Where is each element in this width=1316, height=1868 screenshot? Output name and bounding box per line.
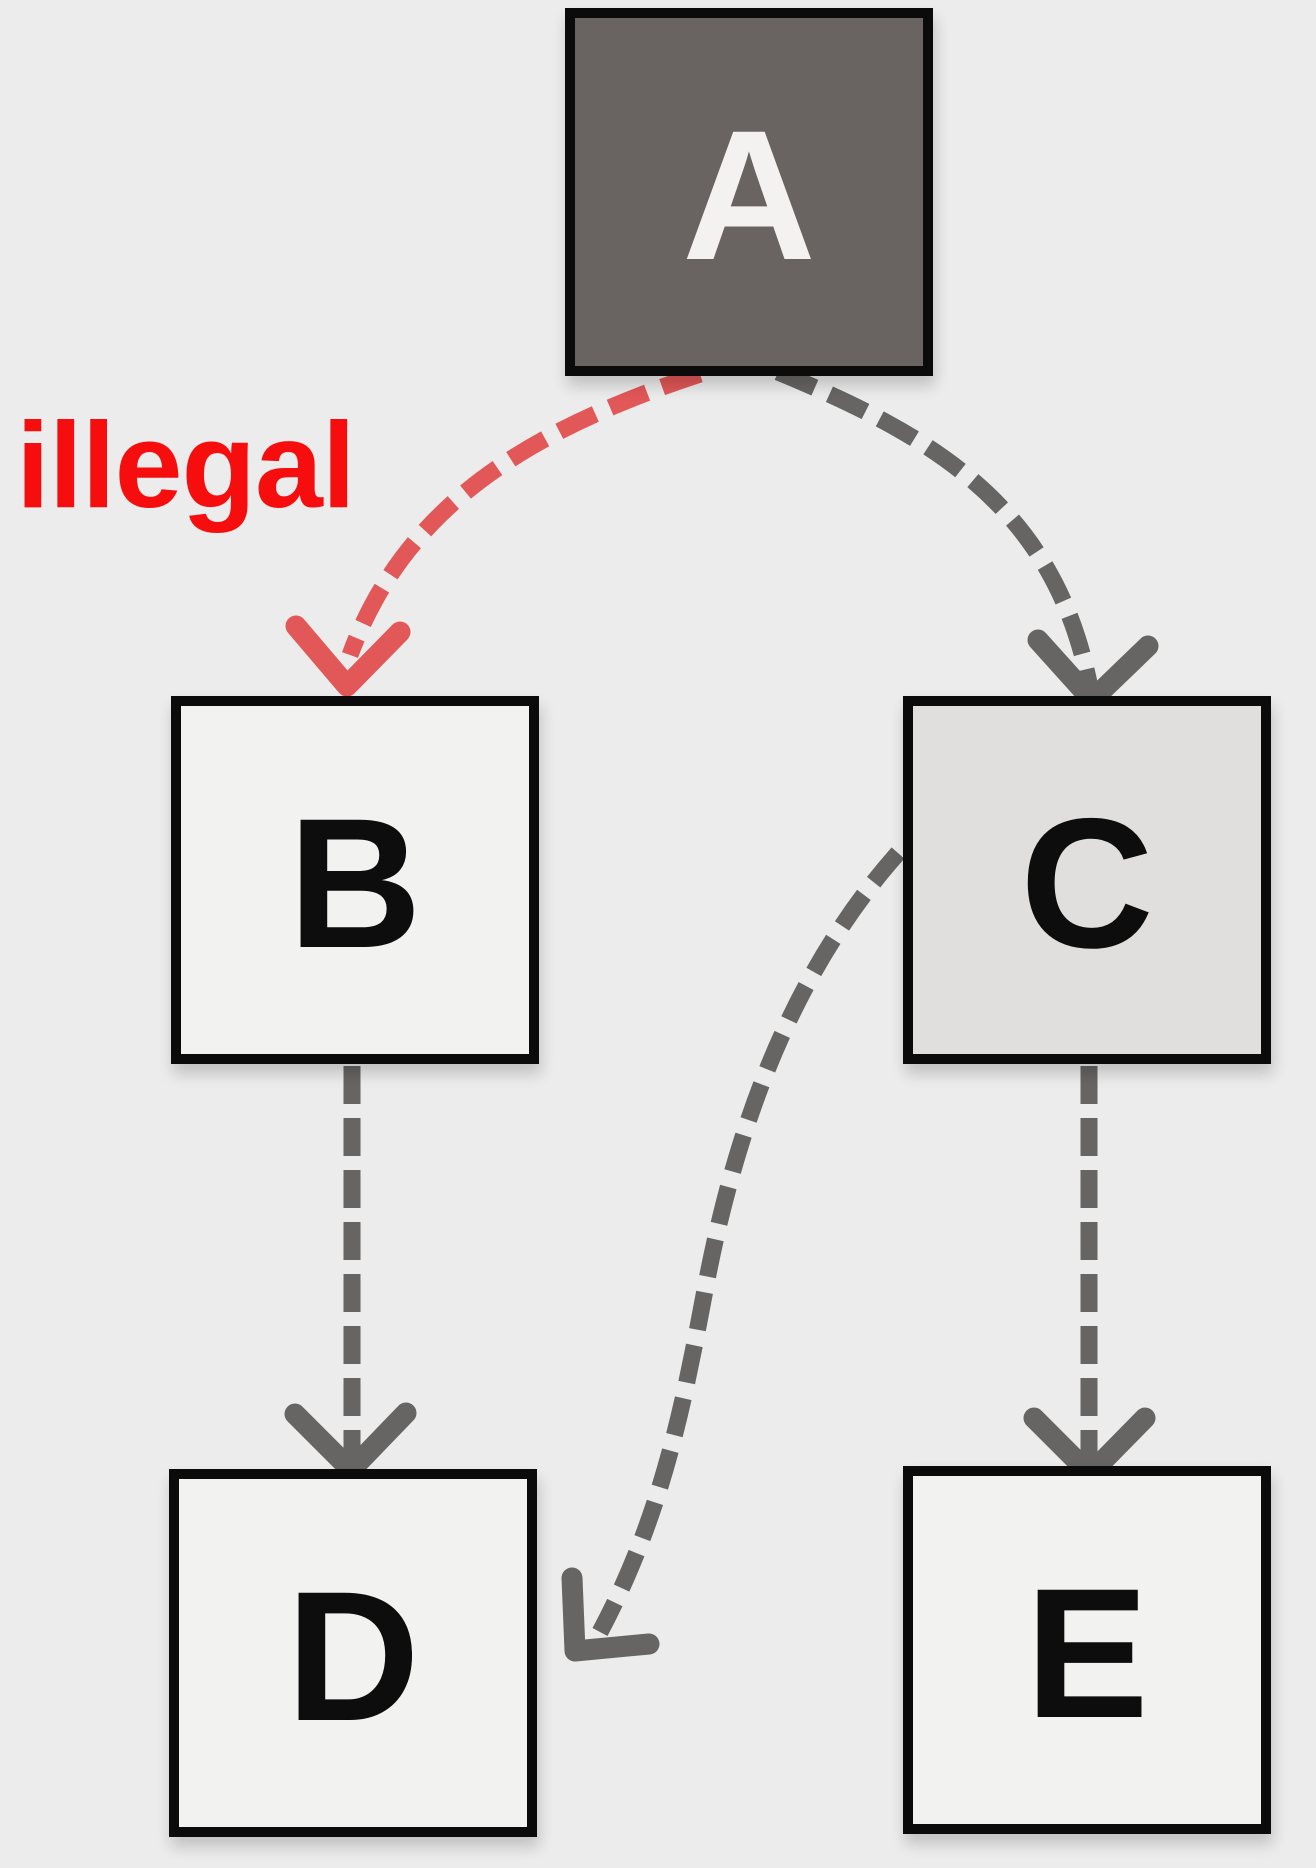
edge-c-d-arrowhead — [561, 1567, 660, 1662]
edge-b-d-arrowhead — [284, 1402, 417, 1481]
node-b-label: B — [288, 780, 422, 987]
node-a-label: A — [682, 92, 816, 299]
node-d-box: D — [169, 1469, 537, 1837]
node-c-box: C — [903, 696, 1271, 1064]
node-c-label: C — [1020, 780, 1154, 987]
node-b-box: B — [171, 696, 539, 1064]
node-e-label: E — [1025, 1550, 1149, 1757]
illegal-annotation: illegal — [16, 397, 356, 533]
edge-a-b-path — [342, 365, 703, 658]
edge-a-b-arrowhead — [285, 615, 411, 697]
node-a-box: A — [565, 8, 933, 376]
edge-c-d-path — [592, 847, 905, 1636]
edge-a-c-path — [774, 364, 1099, 690]
node-e-box: E — [903, 1466, 1271, 1834]
node-d-label: D — [286, 1553, 420, 1760]
edge-a-c-arrowhead — [1027, 629, 1159, 711]
